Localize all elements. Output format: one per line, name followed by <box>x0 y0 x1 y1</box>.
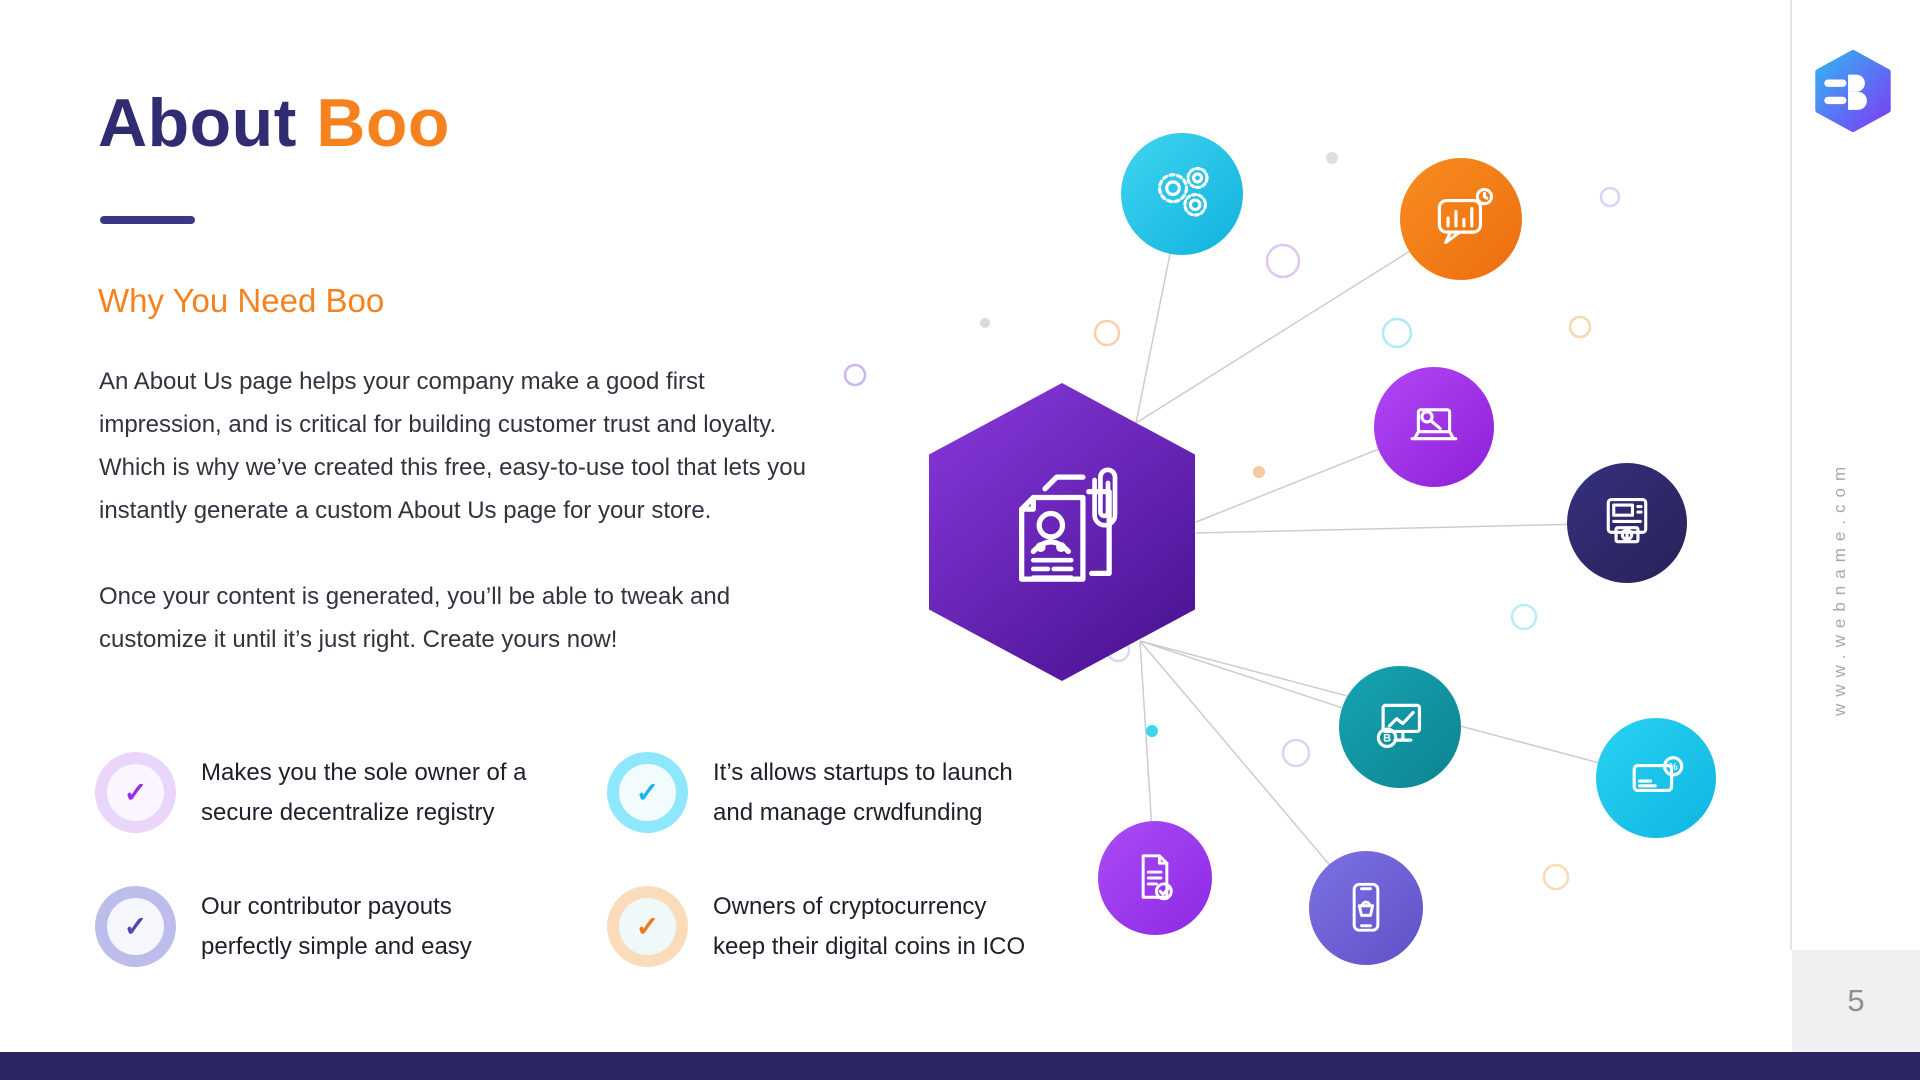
check-ring: ✓ <box>607 752 688 833</box>
atm-node <box>1567 463 1687 583</box>
check-icon: ✓ <box>123 910 148 942</box>
decor-circle <box>843 363 867 387</box>
decor-circle <box>1105 637 1131 663</box>
decor-circle <box>1510 603 1538 631</box>
phone-cart-node <box>1309 851 1423 965</box>
check-ring: ✓ <box>607 886 688 967</box>
logo-letter-b <box>1848 74 1865 92</box>
check-icon: ✓ <box>635 776 660 808</box>
svg-text:B: B <box>1383 732 1391 744</box>
doc-check-icon <box>1141 854 1173 901</box>
bottom-bar <box>0 1052 1920 1080</box>
brand-hexagon-logo <box>1815 50 1891 132</box>
central-hexagon <box>929 383 1195 681</box>
gears-node <box>1121 133 1243 255</box>
check-icon: ✓ <box>123 776 148 808</box>
section-subtitle: Why You Need Boo <box>98 282 385 319</box>
phone-cart-icon <box>1352 882 1380 932</box>
laptop-search-icon <box>1410 408 1458 441</box>
check-ring-inner: ✓ <box>107 764 164 821</box>
bitcoin-monitor-node: B <box>1339 666 1461 788</box>
decor-circle <box>1281 738 1311 768</box>
gears-icon <box>1157 166 1209 217</box>
title-underline <box>100 216 195 224</box>
check-ring-inner: ✓ <box>619 764 676 821</box>
decor-circle <box>1326 152 1338 164</box>
decor-circle <box>1093 319 1121 347</box>
decor-circle <box>1599 186 1621 208</box>
page-title: About Boo <box>98 84 450 162</box>
page-number: 5 <box>1847 983 1865 1018</box>
chat-chart-icon <box>1437 187 1493 244</box>
cta-paragraph: Once your content is generated, you’ll b… <box>99 583 731 653</box>
check-icon: ✓ <box>635 910 660 942</box>
check-ring: ✓ <box>95 886 176 967</box>
chat-chart-node <box>1400 158 1522 280</box>
title-part-orange: Boo <box>296 85 450 161</box>
atm-icon <box>1606 498 1648 544</box>
decor-circle <box>1265 243 1301 279</box>
sidebar-divider <box>1790 0 1792 950</box>
card-percent-icon: % <box>1632 756 1684 793</box>
decor-circle <box>980 318 990 328</box>
laptop-search-node <box>1374 367 1494 487</box>
doc-check-node <box>1098 821 1212 935</box>
svg-text:%: % <box>1669 762 1678 773</box>
decor-circle <box>1381 317 1413 349</box>
intro-paragraph: An About Us page helps your company make… <box>99 368 806 524</box>
card-percent-node: % <box>1596 718 1716 838</box>
profile-documents-icon <box>1018 467 1117 582</box>
page-number-box: 5 <box>1792 950 1920 1052</box>
decor-circle <box>1253 466 1265 478</box>
title-part-navy: About <box>98 85 297 161</box>
bitcoin-monitor-icon: B <box>1376 703 1421 748</box>
decor-circle <box>1568 315 1592 339</box>
check-ring-inner: ✓ <box>107 898 164 955</box>
check-ring-inner: ✓ <box>619 898 676 955</box>
website-url-vertical: www.webname.com <box>1830 459 1849 716</box>
check-ring: ✓ <box>95 752 176 833</box>
decor-circle <box>1146 725 1158 737</box>
decor-circle <box>1542 863 1570 891</box>
